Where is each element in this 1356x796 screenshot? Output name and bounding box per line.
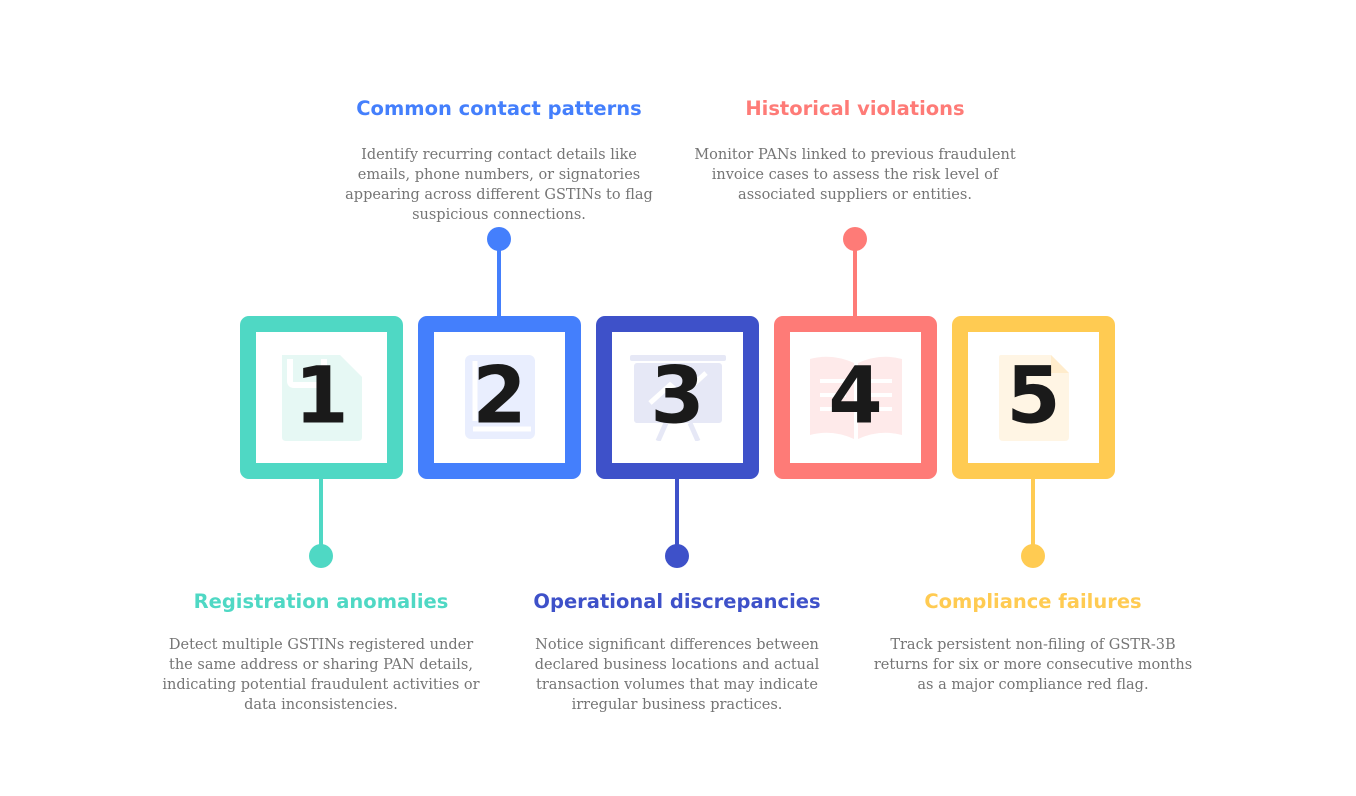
step-5-title: Compliance failures — [924, 590, 1142, 613]
step-1-description: Detect multiple GSTINs registered under … — [162, 637, 480, 713]
step-2-description: Identify recurring contact details like … — [345, 147, 653, 223]
step-5-box: 5 — [952, 316, 1115, 479]
step-2-number: 2 — [472, 350, 527, 441]
step-2-box: 2 — [418, 316, 581, 479]
step-5-description: Track persistent non-filing of GSTR-3B r… — [873, 637, 1193, 693]
step-3-number: 3 — [650, 350, 705, 441]
step-2-connector — [497, 240, 501, 318]
step-1-dot — [309, 544, 333, 568]
step-2-title: Common contact patterns — [356, 97, 642, 120]
contact-book-icon — [464, 354, 535, 439]
step-5-dot — [1021, 544, 1045, 568]
step-5-connector — [1031, 479, 1035, 557]
step-3-description: Notice significant differences between d… — [534, 637, 820, 713]
open-book-icon — [809, 356, 902, 439]
step-4-box: 4 — [774, 316, 937, 479]
step-4-title: Historical violations — [745, 97, 965, 120]
step-5-number: 5 — [1006, 350, 1061, 441]
step-4-connector — [853, 240, 857, 318]
step-3-box: 3 — [596, 316, 759, 479]
step-3-connector — [675, 479, 679, 557]
step-1-number: 1 — [294, 350, 349, 441]
document-icon — [281, 354, 362, 441]
step-1-box: 1 — [240, 316, 403, 479]
step-1-connector — [319, 479, 323, 557]
file-icon — [998, 354, 1069, 441]
step-3-dot — [665, 544, 689, 568]
step-4-number: 4 — [828, 350, 883, 441]
presentation-board-icon — [629, 354, 726, 441]
step-1-title: Registration anomalies — [193, 590, 449, 613]
step-4-description: Monitor PANs linked to previous fraudule… — [694, 147, 1016, 203]
step-3-title: Operational discrepancies — [533, 590, 821, 613]
